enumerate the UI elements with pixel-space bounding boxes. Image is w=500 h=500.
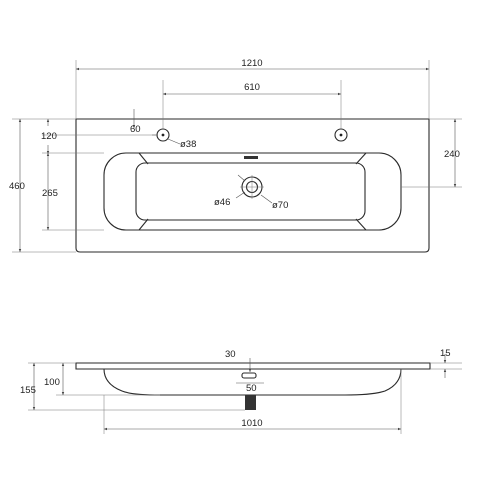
dim-tap-hole-diameter: ø38 [180,139,196,150]
overflow-opening [241,372,257,379]
dim-overall-width: 1210 [241,58,262,69]
dim-drain-outer: ø70 [272,200,288,211]
bowl-inner [135,162,366,221]
dim-tap-spacing: 610 [244,82,260,93]
dim-drain-inner: ø46 [214,197,230,208]
dim-tap-offset-y: 120 [41,131,57,142]
bowl-corner-lines [138,152,367,231]
overflow-slot [244,156,258,159]
sink-outline [75,118,430,253]
bowl-outer [103,152,402,231]
dim-bowl-height: 100 [44,377,60,388]
drain-pipe [245,395,256,410]
dim-drain-position: 30 [225,349,236,360]
dim-overall-height: 155 [20,385,36,396]
dim-drain-width: 50 [246,383,257,394]
dim-bowl-depth: 265 [42,188,58,199]
dim-overall-depth: 460 [9,181,25,192]
dim-rim-thickness: 15 [440,348,451,359]
top-view: 1210 610 60 ø38 120 460 265 240 [9,58,462,253]
dim-bowl-width: 1010 [241,418,262,429]
dim-basin-depth-y: 240 [444,149,460,160]
sink-rim [75,362,431,370]
side-view: 30 15 100 155 50 1010 [20,348,462,434]
dim-tap-offset-x: 60 [130,124,141,135]
